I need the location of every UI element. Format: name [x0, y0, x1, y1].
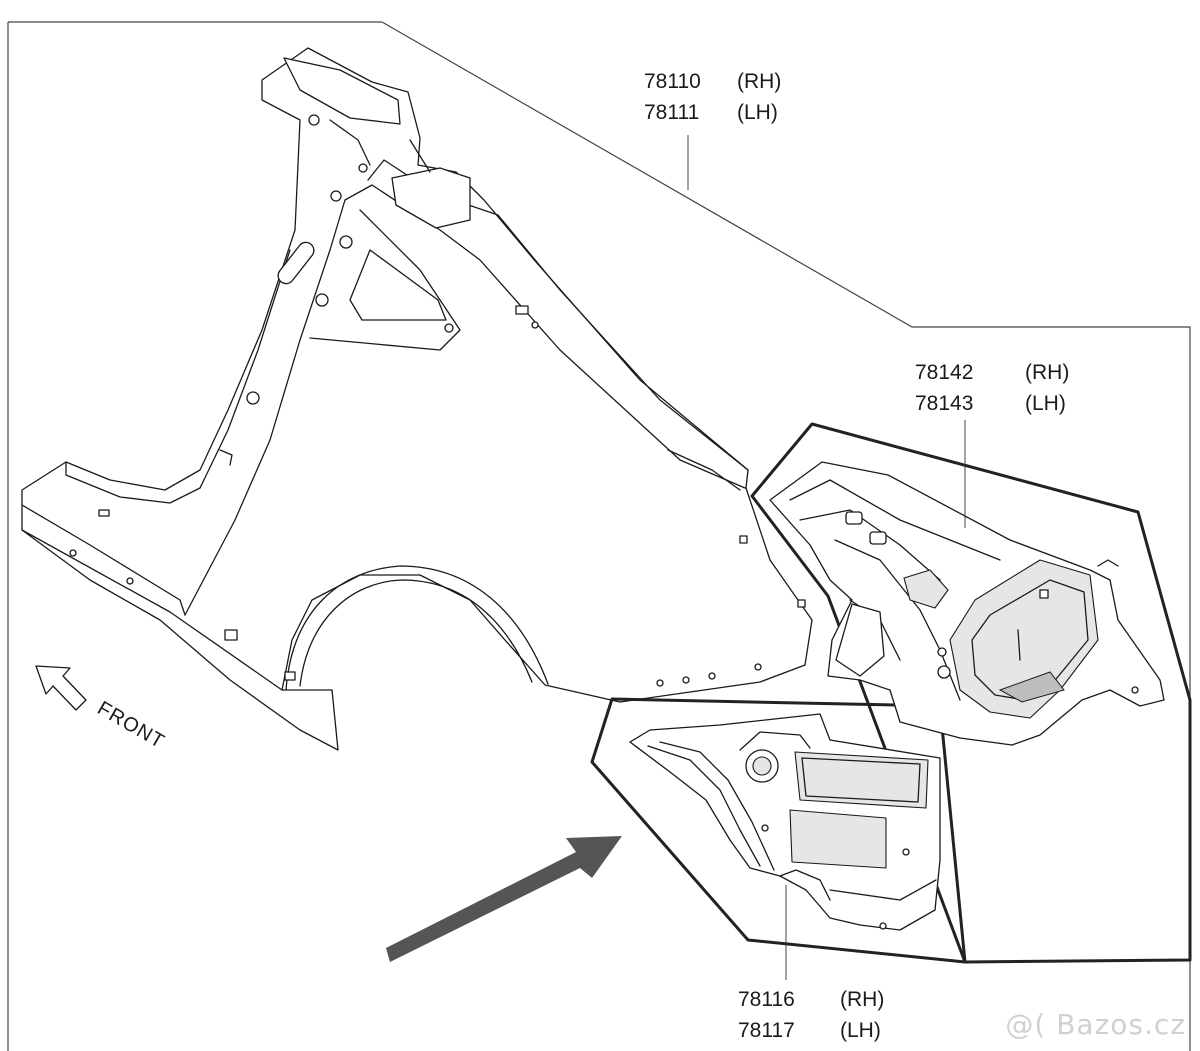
- part-number-78143: 78143: [915, 392, 973, 415]
- quarter-panel-part: [21, 47, 813, 751]
- side-label-rh: (RH): [1025, 361, 1069, 384]
- watermark: @( Bazos.cz: [1005, 1008, 1186, 1041]
- group-outline-wheelhouse-inner: [750, 422, 1192, 964]
- part-number-78142: 78142: [915, 361, 973, 384]
- callout-quarter-panel: 78110 (RH) 78111 (LH): [644, 70, 781, 190]
- callout-wheelhouse-extension: 78116 (RH) 78117 (LH): [738, 885, 884, 1042]
- part-number-78110: 78110: [644, 70, 701, 93]
- callout-wheelhouse-inner: 78142 (RH) 78143 (LH): [915, 361, 1069, 528]
- side-label-rh: (RH): [840, 988, 884, 1011]
- side-label-lh: (LH): [840, 1019, 881, 1042]
- part-number-78116: 78116: [738, 988, 795, 1011]
- side-label-lh: (LH): [1025, 392, 1066, 415]
- wheelhouse-extension-part: [629, 713, 941, 931]
- side-label-lh: (LH): [737, 101, 778, 124]
- group-outline-wheelhouse-extension: [590, 697, 967, 964]
- frame: [7, 21, 1191, 1051]
- front-direction-indicator: FRONT: [35, 665, 169, 753]
- part-number-78111: 78111: [644, 101, 699, 124]
- part-number-78117: 78117: [738, 1019, 795, 1042]
- side-label-rh: (RH): [737, 70, 781, 93]
- front-arrow-icon: [35, 665, 87, 711]
- highlight-arrow-icon: [386, 836, 622, 962]
- front-label: FRONT: [94, 697, 169, 753]
- wheelhouse-inner-part: [769, 461, 1165, 746]
